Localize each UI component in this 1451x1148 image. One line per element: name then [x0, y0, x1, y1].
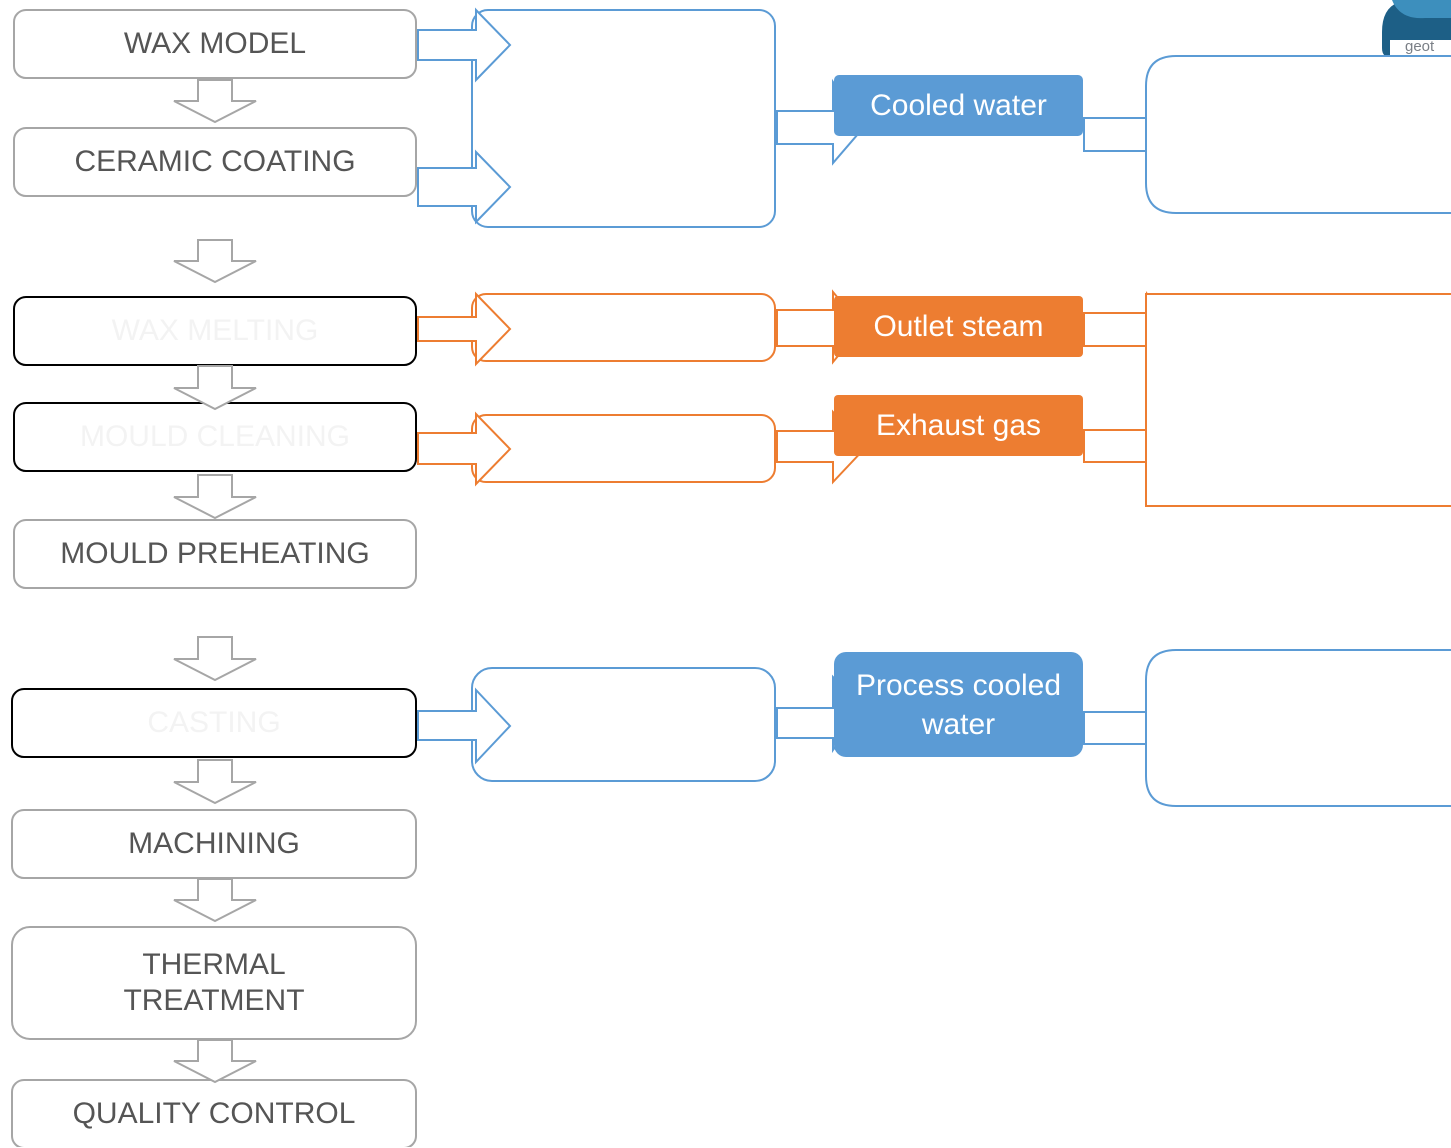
- step-label-casting: CASTING: [147, 706, 281, 739]
- right-arrow-icon: [417, 687, 512, 765]
- recovery-box-process-water: [1145, 649, 1451, 807]
- down-arrows: [173, 79, 257, 1084]
- down-arrow-icon: [173, 636, 257, 682]
- down-arrow-icon: [173, 474, 257, 520]
- water-stream-top: [417, 7, 1451, 228]
- step-label-thermal-treatment: THERMAL TREATMENT: [123, 948, 305, 1017]
- step-box-wax-model: [13, 9, 417, 79]
- down-arrow-icon: [173, 79, 257, 124]
- step-label-wax-model: WAX MODEL: [123, 27, 307, 60]
- down-arrow-icon: [173, 878, 257, 923]
- down-arrow-icon: [173, 759, 257, 805]
- step-label-ceramic-coating: CERAMIC COATING: [74, 145, 356, 178]
- step-label-quality-control: QUALITY CONTROL: [72, 1097, 356, 1130]
- step-label-mould-preheating: MOULD PREHEATING: [60, 537, 370, 570]
- down-arrow-icon: [173, 239, 257, 284]
- logo-subtext: geot: [1405, 38, 1435, 55]
- step-label-machining: MACHINING: [128, 827, 300, 860]
- step-box-mould-preheating: [13, 519, 417, 589]
- right-arrow-icon: [417, 411, 512, 487]
- right-arrow-icon: [417, 7, 512, 83]
- right-arrow-icon: [417, 291, 512, 367]
- right-arrow-icon: [417, 149, 512, 225]
- stream-tag-exhaust-gas: [834, 395, 1083, 456]
- stream-label-outlet-steam: Outlet steam: [873, 310, 1044, 343]
- stream-tag-cooled-water: [834, 75, 1083, 136]
- step-box-ceramic-coating: [13, 127, 417, 197]
- equipment-box-cleaning: [471, 414, 776, 483]
- step-label-mould-cleaning: MOULD CLEANING: [79, 420, 351, 453]
- recovery-box-heat: [1145, 293, 1451, 507]
- stream-label-process-cooled-water: Process cooled water: [855, 668, 1062, 741]
- stream-tag-outlet-steam: [834, 296, 1083, 357]
- equipment-box-coating: [471, 9, 776, 228]
- equipment-box-casting: [471, 667, 776, 782]
- step-label-wax-melting: WAX MELTING: [111, 314, 319, 347]
- process-step-boxes: [11, 9, 417, 1147]
- stream-tag-process-cooled-water: [834, 652, 1083, 757]
- equipment-box-melting: [471, 293, 776, 362]
- stream-label-exhaust-gas: Exhaust gas: [875, 409, 1042, 442]
- step-box-casting: [11, 688, 417, 758]
- stream-label-cooled-water: Cooled water: [870, 89, 1047, 122]
- recovery-box-cooled-water: [1145, 55, 1451, 214]
- water-stream-bottom: [417, 649, 1451, 807]
- down-arrow-icon: [173, 1039, 257, 1084]
- down-arrow-icon: [173, 365, 257, 411]
